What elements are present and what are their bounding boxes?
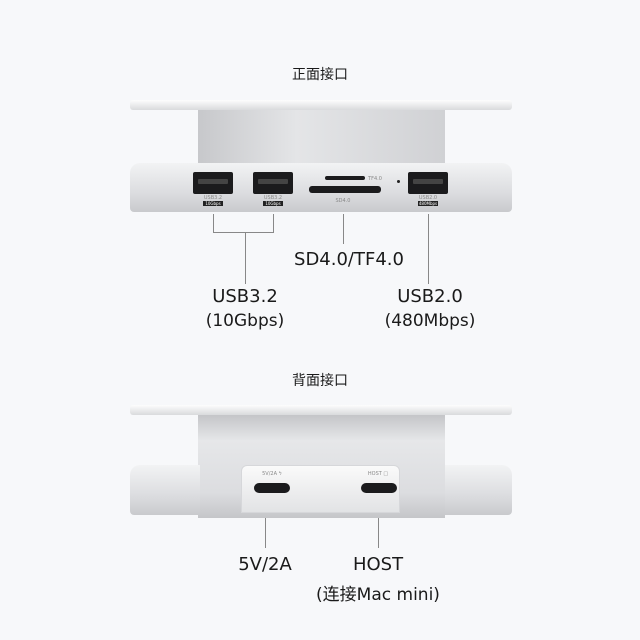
usb2-speed: (480Mbps) — [384, 311, 476, 331]
card-callout: SD4.0/TF4.0 — [294, 249, 404, 270]
power-callout: 5V/2A — [238, 554, 292, 575]
front-title: 正面接口 — [292, 67, 348, 83]
sd-label: SD4.0 — [335, 198, 351, 204]
port-badge: 10Gbps — [263, 201, 283, 206]
usb3-callout: USB3.2 — [212, 286, 278, 307]
usb2-port — [408, 172, 448, 194]
sd-slot — [309, 186, 381, 193]
host-callout: HOST — [352, 554, 404, 575]
port-label: USB2.0 — [418, 195, 438, 201]
usb-c-power-port — [254, 483, 290, 493]
port-badge: 10Gbps — [203, 201, 223, 206]
port-label: USB3.2 — [263, 195, 283, 201]
usb3-port-2 — [253, 172, 293, 194]
usb-c-host-port — [361, 483, 397, 493]
host-note: (连接Mac mini) — [316, 585, 440, 605]
usb2-callout: USB2.0 — [397, 286, 463, 307]
power-port-label: 5V/2A ϟ — [262, 471, 282, 477]
tf-slot — [325, 176, 365, 180]
usb3-port-1 — [193, 172, 233, 194]
led-indicator — [397, 180, 400, 183]
host-port-label: HOST □ — [367, 471, 389, 477]
port-badge: 480Mbps — [418, 201, 438, 206]
port-label: USB3.2 — [203, 195, 223, 201]
tf-label: TF4.0 — [368, 176, 382, 182]
usb3-speed: (10Gbps) — [205, 311, 285, 331]
back-title: 背面接口 — [292, 373, 348, 389]
